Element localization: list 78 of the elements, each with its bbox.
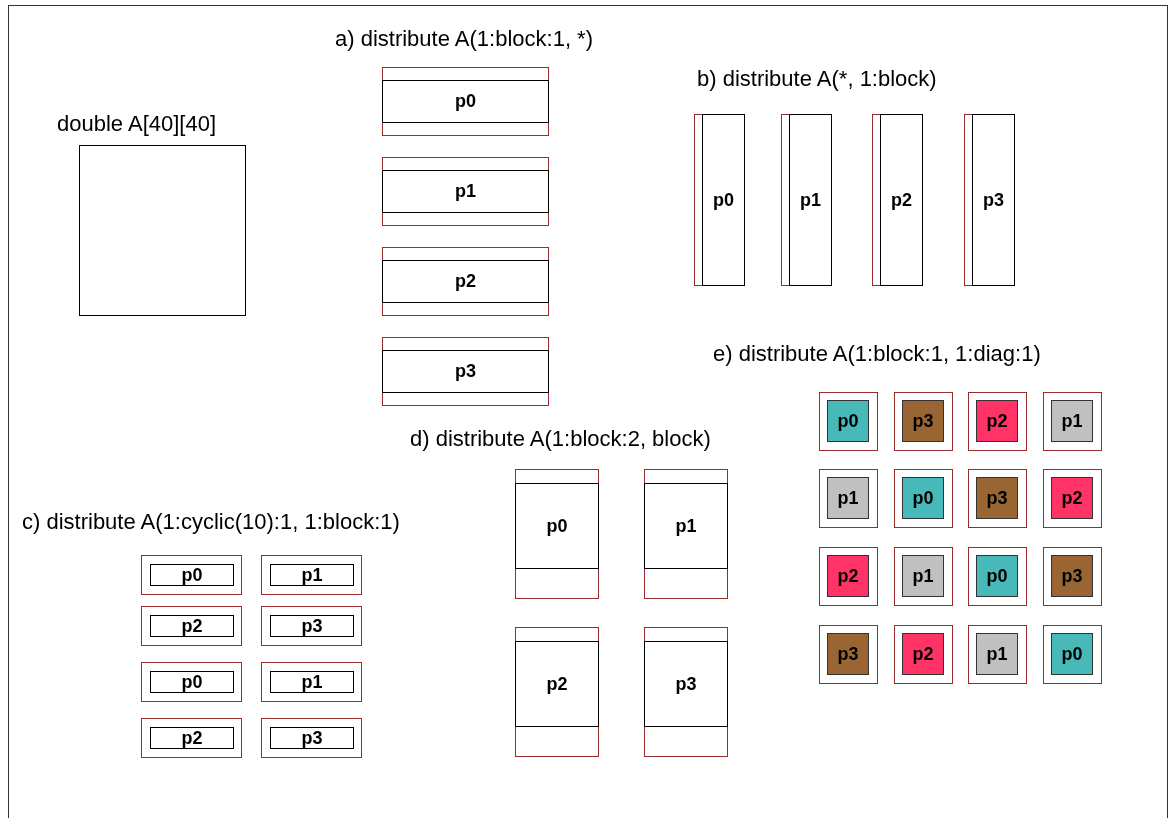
process-block: p3 [976, 477, 1018, 519]
partition-frame [872, 114, 923, 286]
partition-frame [261, 606, 362, 646]
partition-frame [1043, 625, 1102, 684]
process-block: p0 [976, 555, 1018, 597]
partition-frame [819, 547, 878, 606]
partition-frame [644, 469, 728, 599]
partition-frame [141, 606, 242, 646]
partition-box: p2 [382, 260, 549, 303]
process-block: p1 [1051, 400, 1093, 442]
partition-frame [382, 157, 549, 226]
process-block: p2 [1051, 477, 1093, 519]
partition-frame [894, 625, 953, 684]
partition-box: p3 [972, 114, 1015, 286]
panel-title: c) distribute A(1:cyclic(10):1, 1:block:1) [22, 509, 400, 535]
process-block: p2 [827, 555, 869, 597]
panel-title: e) distribute A(1:block:1, 1:diag:1) [713, 341, 1041, 367]
partition-box: p1 [789, 114, 832, 286]
partition-frame [141, 555, 242, 595]
partition-frame [261, 718, 362, 758]
partition-frame [382, 337, 549, 406]
partition-frame [968, 625, 1027, 684]
partition-frame [1043, 392, 1102, 451]
partition-frame [261, 662, 362, 702]
partition-box: p2 [880, 114, 923, 286]
process-block: p0 [827, 400, 869, 442]
partition-box: p1 [644, 483, 728, 569]
partition-frame [894, 392, 953, 451]
partition-frame [819, 392, 878, 451]
process-block: p0 [1051, 633, 1093, 675]
partition-frame [382, 67, 549, 136]
partition-box: p0 [702, 114, 745, 286]
process-block: p0 [902, 477, 944, 519]
partition-frame [141, 662, 242, 702]
partition-frame [968, 469, 1027, 528]
partition-box: p3 [270, 615, 354, 637]
partition-frame [382, 247, 549, 316]
partition-frame [819, 469, 878, 528]
partition-frame [968, 547, 1027, 606]
partition-box: p0 [515, 483, 599, 569]
partition-frame [968, 392, 1027, 451]
partition-frame [781, 114, 832, 286]
partition-box: p1 [270, 564, 354, 586]
partition-frame [515, 627, 599, 757]
partition-box: p0 [382, 80, 549, 123]
process-block: p1 [976, 633, 1018, 675]
partition-frame [894, 469, 953, 528]
partition-frame [694, 114, 745, 286]
partition-box: p0 [150, 564, 234, 586]
partition-box: p2 [515, 641, 599, 727]
panel-title: d) distribute A(1:block:2, block) [410, 426, 711, 452]
process-block: p3 [827, 633, 869, 675]
partition-box: p1 [270, 671, 354, 693]
partition-box: p3 [382, 350, 549, 393]
process-block: p3 [1051, 555, 1093, 597]
partition-frame [964, 114, 1015, 286]
process-block: p1 [827, 477, 869, 519]
partition-box: p2 [150, 615, 234, 637]
partition-box: p0 [150, 671, 234, 693]
panel-title: b) distribute A(*, 1:block) [697, 66, 937, 92]
partition-frame [515, 469, 599, 599]
partition-box: p2 [150, 727, 234, 749]
partition-box: p3 [644, 641, 728, 727]
partition-box: p1 [382, 170, 549, 213]
process-block: p1 [902, 555, 944, 597]
partition-frame [261, 555, 362, 595]
partition-frame [819, 625, 878, 684]
process-block: p3 [902, 400, 944, 442]
panel-title: a) distribute A(1:block:1, *) [335, 26, 593, 52]
process-block: p2 [976, 400, 1018, 442]
partition-frame [1043, 469, 1102, 528]
partition-frame [894, 547, 953, 606]
process-block: p2 [902, 633, 944, 675]
partition-box: p3 [270, 727, 354, 749]
partition-frame [1043, 547, 1102, 606]
partition-frame [141, 718, 242, 758]
partition-frame [644, 627, 728, 757]
array-title: double A[40][40] [57, 111, 218, 137]
